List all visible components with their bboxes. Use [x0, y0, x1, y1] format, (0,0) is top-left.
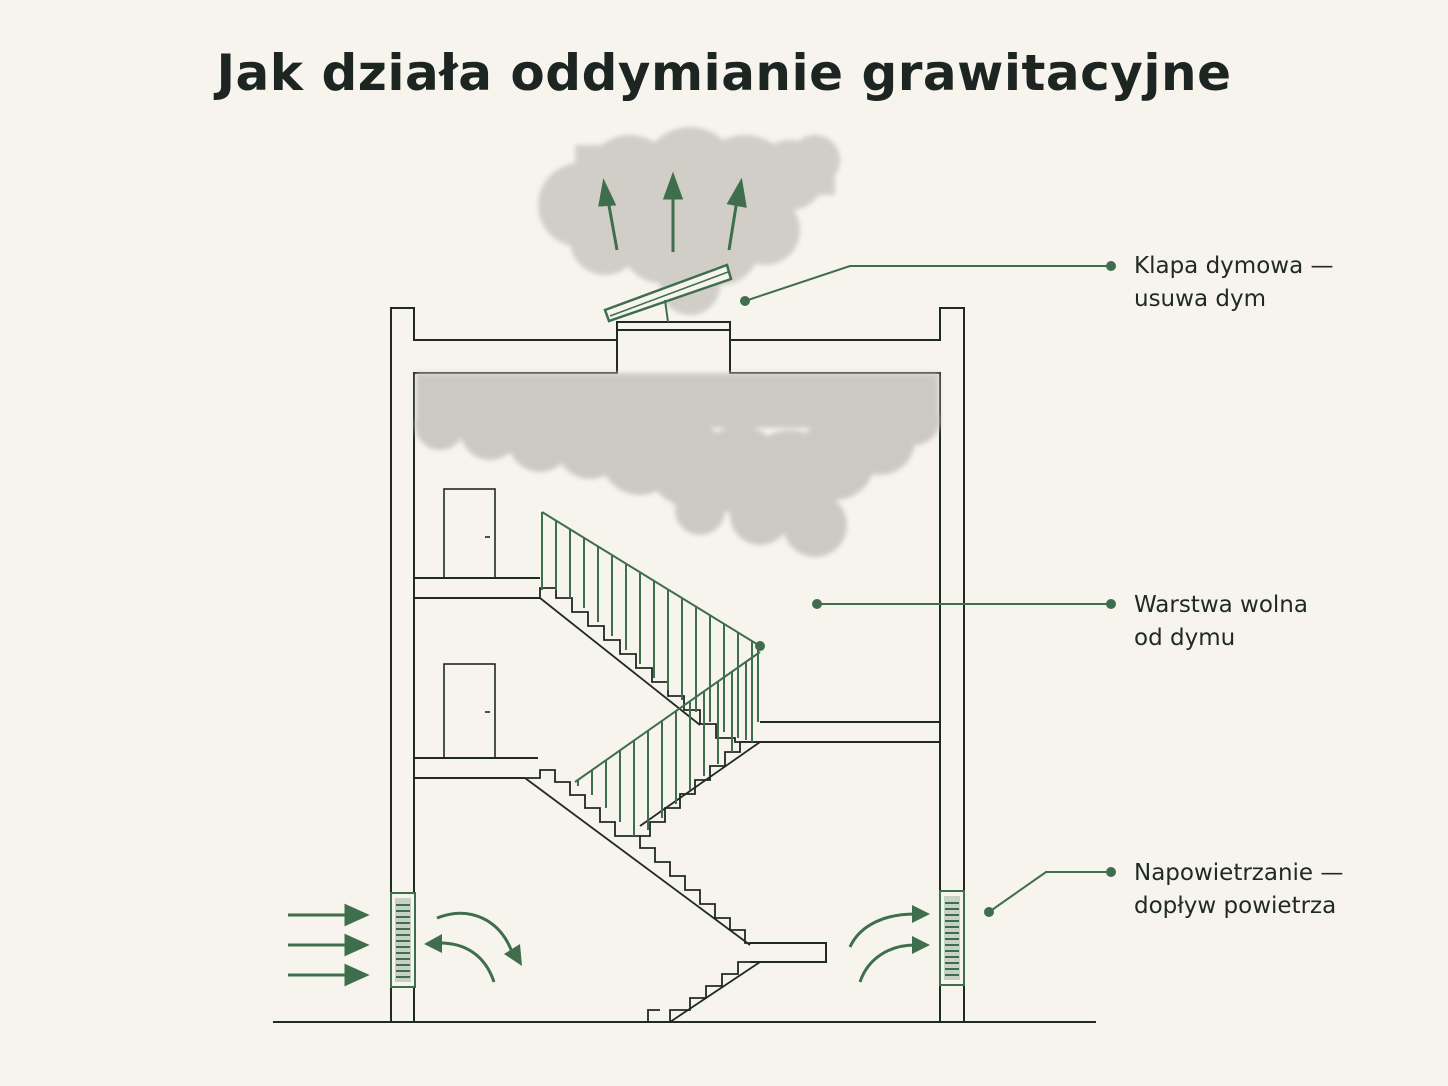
stair-flight-3	[524, 769, 751, 946]
stair-flight-2	[639, 741, 761, 837]
label-smoke-free-layer: Warstwa wolna od dymu	[1134, 589, 1308, 655]
floor-slabs	[414, 577, 940, 963]
label-smoke-free-layer-line2: od dymu	[1134, 625, 1236, 651]
label-smoke-vent-line1: Klapa dymowa —	[1134, 253, 1334, 279]
air-inlet-right	[939, 890, 965, 986]
callout-smoke-free-layer	[812, 599, 1116, 609]
smoke-hatch-flap	[603, 263, 733, 323]
air-flow-curves-right	[848, 905, 930, 983]
indoor-smoke-layer	[415, 373, 940, 557]
label-air-supply-line2: dopływ powietrza	[1134, 893, 1337, 919]
callout-smoke-vent	[740, 261, 1116, 306]
label-smoke-free-layer-line1: Warstwa wolna	[1134, 592, 1308, 618]
door-upper	[443, 488, 496, 579]
smoke-exhaust-arrows	[598, 171, 747, 252]
air-inlet-left	[390, 892, 416, 988]
label-smoke-vent-line2: usuwa dym	[1134, 286, 1266, 312]
incoming-air-arrows	[288, 903, 370, 987]
label-smoke-vent: Klapa dymowa — usuwa dym	[1134, 250, 1333, 316]
callout-air-supply	[984, 867, 1116, 917]
door-middle	[443, 663, 496, 759]
diagram-title: Jak działa oddymianie grawitacyjne	[216, 44, 1232, 102]
air-flow-curves-left	[424, 911, 522, 983]
label-air-supply: Napowietrzanie — dopływ powietrza	[1134, 857, 1343, 923]
label-air-supply-line1: Napowietrzanie —	[1134, 860, 1344, 886]
stair-railing-lower	[574, 651, 761, 836]
stair-railing-upper	[541, 511, 765, 742]
outside-smoke-cloud	[538, 127, 840, 315]
stair-flight-4	[647, 961, 761, 1023]
stair-flight-1	[539, 587, 760, 743]
